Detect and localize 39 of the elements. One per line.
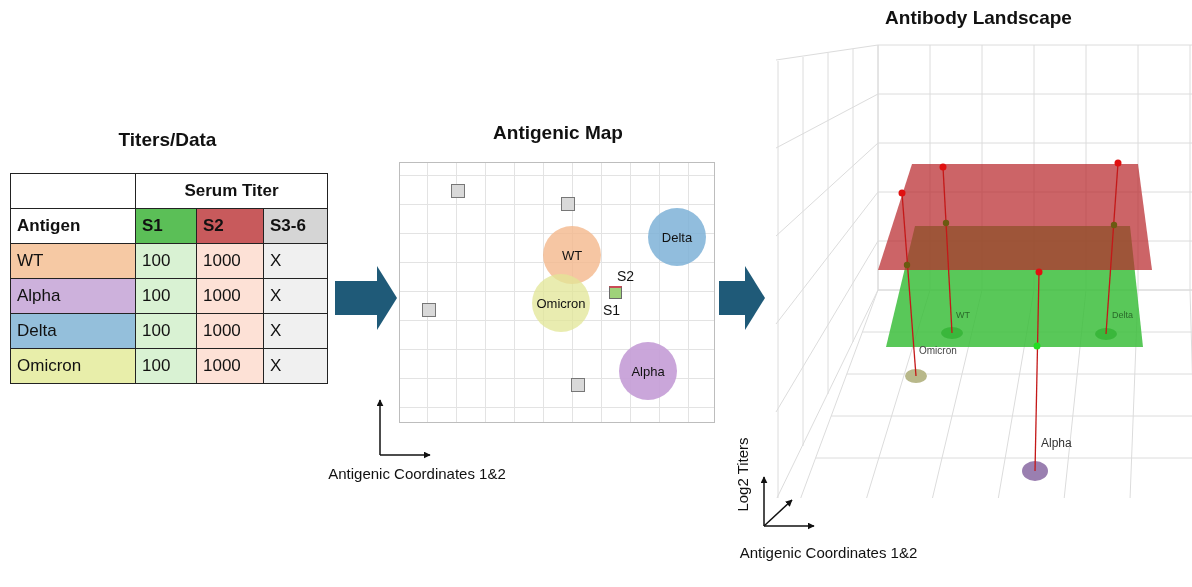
serum-square <box>451 184 465 198</box>
table-cell: 100 <box>135 243 197 279</box>
block-arrow <box>719 266 765 330</box>
axis-label: Antigenic Coordinates 1&2 <box>327 464 507 484</box>
table-cell: 100 <box>135 278 197 314</box>
serum-square <box>571 378 585 392</box>
table-cell: X <box>263 313 328 349</box>
table-cell: 1000 <box>196 243 264 279</box>
panel-title: Antigenic Map <box>492 122 624 144</box>
point-label: WT <box>956 310 970 320</box>
axis-label: Antigenic Coordinates 1&2 <box>738 543 919 563</box>
table-cell: WT <box>10 243 136 279</box>
header-cell: S3-6 <box>263 208 328 244</box>
header-cell: S2 <box>196 208 264 244</box>
header-cell: S1 <box>135 208 197 244</box>
panel-title: Titers/Data <box>117 129 218 151</box>
point-label: Omicron <box>919 345 957 356</box>
axis-label: Log2 Titers <box>733 436 751 514</box>
serum-square <box>422 303 436 317</box>
panel-title: Antibody Landscape <box>884 7 1073 29</box>
point-label: Delta <box>1112 310 1133 320</box>
table-cell: Alpha <box>10 278 136 314</box>
table-cell: 1000 <box>196 348 264 384</box>
table-cell: X <box>263 348 328 384</box>
header-cell: Antigen <box>10 208 136 244</box>
table-cell: 1000 <box>196 313 264 349</box>
point-label: Alpha <box>1041 436 1072 450</box>
table-cell: 100 <box>135 313 197 349</box>
serum-label: S1 <box>603 302 621 318</box>
header-cell: Serum Titer <box>135 173 328 209</box>
serum-square <box>561 197 575 211</box>
table-cell: 100 <box>135 348 197 384</box>
table-cell: 1000 <box>196 278 264 314</box>
table-cell: Delta <box>10 313 136 349</box>
table-cell: Omicron <box>10 348 136 384</box>
serum-label: S2 <box>617 268 635 284</box>
block-arrow <box>335 266 397 330</box>
table-cell: X <box>263 243 328 279</box>
table-cell: X <box>263 278 328 314</box>
